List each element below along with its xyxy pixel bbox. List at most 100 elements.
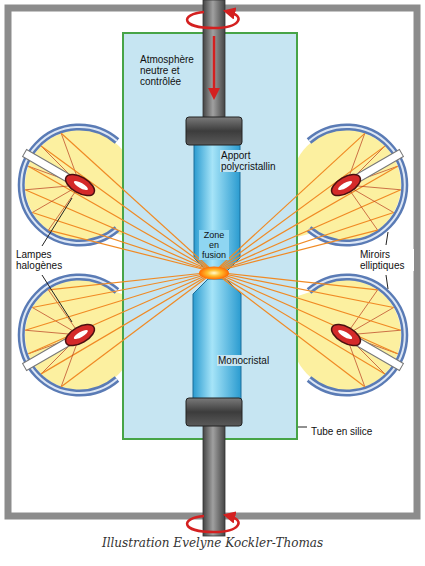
lamp-bulb bbox=[328, 170, 364, 200]
node-text: Monocristal bbox=[217, 355, 270, 366]
light-ray bbox=[214, 272, 385, 374]
light-ray bbox=[41, 335, 80, 374]
leader-lines bbox=[42, 198, 388, 427]
light-ray bbox=[346, 133, 365, 185]
shaft-collar bbox=[186, 398, 242, 426]
shaft-lower bbox=[203, 424, 225, 536]
rod-shape bbox=[193, 279, 241, 403]
leader-line bbox=[298, 427, 307, 428]
zone-label: Zone en fusion bbox=[199, 230, 229, 260]
light-ray bbox=[346, 335, 398, 354]
mirror-highlight bbox=[309, 277, 405, 393]
caption-position: Illustration Evelyne Kockler-Thomas bbox=[0, 533, 425, 551]
light-ray bbox=[346, 335, 385, 374]
light-field bbox=[25, 280, 135, 390]
light-ray bbox=[61, 272, 214, 387]
label-position: Miroirs elliptiques bbox=[360, 249, 414, 273]
light-ray bbox=[48, 290, 80, 335]
light-ray bbox=[41, 272, 214, 374]
text-position: Monocristal bbox=[217, 350, 270, 368]
light-field bbox=[291, 280, 401, 390]
callout-label: Miroirs elliptiques bbox=[360, 249, 414, 271]
light-field bbox=[25, 130, 135, 240]
light-ray bbox=[214, 272, 365, 387]
molten-zone bbox=[199, 267, 229, 280]
label-position: Tube en silice bbox=[311, 421, 372, 439]
lamp-bulb bbox=[62, 320, 98, 350]
lamp-filament bbox=[337, 179, 353, 191]
light-ray bbox=[346, 146, 385, 185]
light-ray bbox=[346, 330, 401, 335]
light-ray bbox=[214, 272, 398, 354]
mirror-highlight bbox=[21, 127, 117, 243]
light-rays bbox=[25, 133, 401, 386]
light-ray bbox=[346, 166, 398, 185]
light-ray bbox=[25, 330, 80, 335]
lamp-filament bbox=[73, 328, 89, 340]
light-ray bbox=[346, 185, 394, 213]
leader-line bbox=[42, 275, 72, 322]
lamp-bulb bbox=[328, 320, 364, 350]
mirror-shell bbox=[309, 127, 405, 243]
light-ray bbox=[214, 272, 378, 290]
light-ray bbox=[32, 185, 80, 213]
light-ray bbox=[346, 185, 378, 230]
halogen-lamp bbox=[328, 146, 405, 200]
halogen-lamp bbox=[21, 320, 98, 374]
leader-line bbox=[42, 198, 72, 246]
rotation-arrow bbox=[187, 12, 238, 28]
light-ray bbox=[214, 272, 401, 330]
light-ray bbox=[346, 308, 394, 336]
feed-direction-head bbox=[208, 88, 220, 100]
lamp-holder bbox=[23, 150, 70, 182]
mirror-shell bbox=[21, 277, 117, 393]
halogen-lamp bbox=[328, 320, 405, 374]
lamp-filament bbox=[337, 328, 353, 340]
light-ray bbox=[61, 335, 80, 387]
light-ray bbox=[28, 166, 80, 185]
feed-direction-arrow bbox=[213, 36, 216, 90]
light-ray bbox=[48, 230, 214, 272]
light-ray bbox=[346, 335, 365, 387]
light-ray bbox=[48, 185, 80, 230]
node-text: Apport polycristallin bbox=[220, 150, 290, 172]
light-ray bbox=[346, 185, 401, 190]
mirror-shell bbox=[21, 127, 117, 243]
lamp-filament bbox=[73, 179, 89, 191]
rotation-arrow bbox=[187, 516, 238, 532]
light-ray bbox=[61, 133, 214, 272]
light-field bbox=[291, 130, 401, 240]
leader-line bbox=[386, 275, 388, 289]
lamp-holder bbox=[23, 339, 70, 371]
node-text: Atmosphère neutre et contrôlée bbox=[140, 54, 200, 87]
light-ray bbox=[214, 272, 394, 308]
leader-line bbox=[386, 232, 388, 245]
rod-outline bbox=[192, 278, 242, 404]
label-position: Lampes halogènes bbox=[16, 249, 68, 273]
mirror-highlight bbox=[309, 127, 405, 243]
callout-label: Lampes halogènes bbox=[16, 249, 68, 271]
mirror-highlight bbox=[21, 277, 117, 393]
lamp-holder bbox=[356, 150, 403, 182]
pulling-shaft bbox=[186, 0, 242, 536]
text-position: Atmosphère neutre et contrôlée bbox=[140, 54, 200, 89]
shaft-collar bbox=[186, 117, 242, 145]
lamp-holder bbox=[356, 339, 403, 371]
light-ray bbox=[25, 272, 214, 330]
callout-label: Tube en silice bbox=[311, 426, 372, 437]
halogen-lamps bbox=[21, 146, 406, 374]
text-position: Apport polycristallin bbox=[220, 150, 290, 174]
light-ray bbox=[41, 146, 80, 185]
light-ray bbox=[346, 290, 378, 335]
shaft-upper bbox=[203, 0, 225, 120]
light-ray bbox=[214, 133, 365, 272]
light-ray bbox=[28, 272, 214, 354]
light-ray bbox=[48, 272, 214, 290]
illustration-credit: Illustration Evelyne Kockler-Thomas bbox=[102, 536, 323, 550]
light-ray bbox=[214, 230, 378, 272]
light-ray bbox=[61, 133, 80, 185]
light-ray bbox=[32, 272, 214, 308]
light-ray bbox=[32, 308, 80, 336]
